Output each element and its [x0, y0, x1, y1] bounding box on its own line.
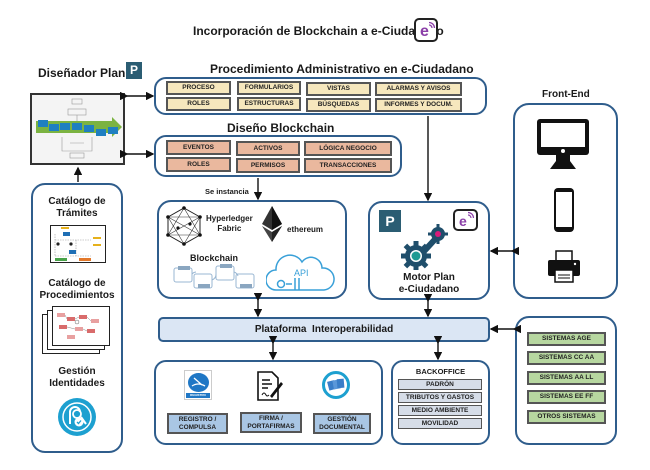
motor-plan-logo-icon: P	[379, 210, 401, 232]
plan-logo-letter: P	[129, 63, 138, 77]
api-label: API	[294, 268, 309, 278]
chip-roles-proc[interactable]: ROLES	[166, 97, 231, 111]
otros-sistemas[interactable]: OTROS SISTEMAS	[527, 410, 606, 424]
svg-text:e: e	[420, 23, 429, 40]
registro-icon-caption: REGISTRO	[186, 393, 210, 398]
plan-logo-icon: P	[126, 62, 142, 79]
signature-document-icon	[257, 371, 283, 401]
backoffice-tributos-gastos[interactable]: TRIBUTOS Y GASTOS	[398, 392, 482, 403]
catalogo-tramites-label: Catálogo de Trámites	[48, 196, 106, 219]
document-management-icon	[322, 371, 350, 399]
chip-permisos[interactable]: PERMISOS	[236, 158, 300, 173]
plataforma-label: Plataforma Interoperabilidad	[254, 324, 394, 335]
chip-informes-docum[interactable]: INFORMES Y DOCUM.	[375, 98, 462, 112]
sistemas-cc-aa[interactable]: SISTEMAS CC AA	[527, 351, 606, 365]
diseno-blockchain-title: Diseño Blockchain	[227, 121, 335, 135]
disenador-plan-diagram[interactable]	[30, 93, 125, 165]
backoffice-title: BACKOFFICE	[415, 367, 466, 376]
motor-eciudadano-logo-icon: e	[453, 209, 478, 231]
plataforma-interoperabilidad-bar[interactable]: Plataforma Interoperabilidad	[158, 317, 490, 342]
chip-estructuras[interactable]: ESTRUCTURAS	[237, 97, 301, 111]
procedimiento-title: Procedimiento Administrativo en e-Ciudad…	[210, 62, 474, 76]
catalogo-tramites-diagram[interactable]	[50, 225, 106, 263]
front-end-title: Front-End	[542, 89, 590, 100]
disenador-plan-title: Diseñador Plan	[38, 66, 126, 80]
ethereum-icon	[262, 206, 282, 242]
eciudadano-logo-icon: e	[414, 18, 438, 42]
printer-icon[interactable]	[546, 250, 582, 283]
gears-icon	[401, 224, 448, 270]
sistemas-aa-ll[interactable]: SISTEMAS AA LL	[527, 371, 606, 385]
blockchain-chain-icon	[173, 264, 255, 289]
catalogo-procedimientos-label: Catálogo de Procedimientos	[39, 278, 115, 301]
process-flow-icon	[36, 98, 122, 159]
chip-vistas[interactable]: VISTAS	[306, 82, 371, 96]
motor-plan-logo-letter: P	[385, 213, 395, 229]
ethereum-label: ethereum	[287, 225, 324, 234]
catalogo-procedimientos-stack[interactable]	[42, 306, 112, 358]
backoffice-movilidad[interactable]: MOVILIDAD	[398, 418, 482, 429]
registro-icon: REGISTRO	[184, 370, 212, 400]
sistemas-ee-ff[interactable]: SISTEMAS EE FF	[527, 390, 606, 404]
hyperledger-fabric-label: Hyperledger Fabric	[206, 214, 253, 233]
procedure-flow-icon	[57, 313, 99, 339]
sistemas-age[interactable]: SISTEMAS AGE	[527, 332, 606, 346]
tramites-flow-icon	[54, 227, 101, 261]
se-instancia-label: Se instancia	[205, 187, 249, 196]
svg-text:e: e	[459, 213, 467, 229]
chip-busquedas[interactable]: BÚSQUEDAS	[306, 98, 371, 112]
procedure-sheet-front	[52, 306, 110, 346]
chip-transacciones[interactable]: TRANSACCIONES	[304, 158, 392, 173]
motor-plan-label: Motor Plan e-Ciudadano	[398, 272, 460, 295]
backoffice-medio-ambiente[interactable]: MEDIO AMBIENTE	[398, 405, 482, 416]
smartphone-icon[interactable]	[553, 187, 575, 233]
chip-alarmas-avisos[interactable]: ALARMAS Y AVISOS	[375, 82, 462, 96]
firma-portafirmas-chip[interactable]: FIRMA /PORTAFIRMAS	[240, 412, 302, 433]
blockchain-label: Blockchain	[190, 253, 239, 263]
chip-formularios[interactable]: FORMULARIOS	[237, 81, 301, 95]
api-cloud-icon: API	[266, 254, 335, 291]
gestion-identidades-label: Gestión Identidades	[49, 366, 105, 389]
backoffice-padron[interactable]: PADRÓN	[398, 379, 482, 390]
chip-eventos[interactable]: EVENTOS	[166, 140, 231, 155]
monitor-icon[interactable]	[536, 118, 590, 171]
chip-logica-negocio[interactable]: LÓGICA NEGOCIO	[304, 141, 392, 156]
chip-roles-blockchain[interactable]: ROLES	[166, 157, 231, 172]
hyperledger-icon	[166, 206, 202, 246]
chip-activos[interactable]: ACTIVOS	[236, 141, 300, 156]
chip-proceso[interactable]: PROCESO	[166, 81, 231, 95]
registro-compulsa-chip[interactable]: REGISTRO /COMPULSA	[167, 413, 228, 434]
page-title: Incorporación de Blockchain a e-Ciudadan…	[193, 24, 444, 38]
identity-management-icon[interactable]	[58, 398, 96, 436]
